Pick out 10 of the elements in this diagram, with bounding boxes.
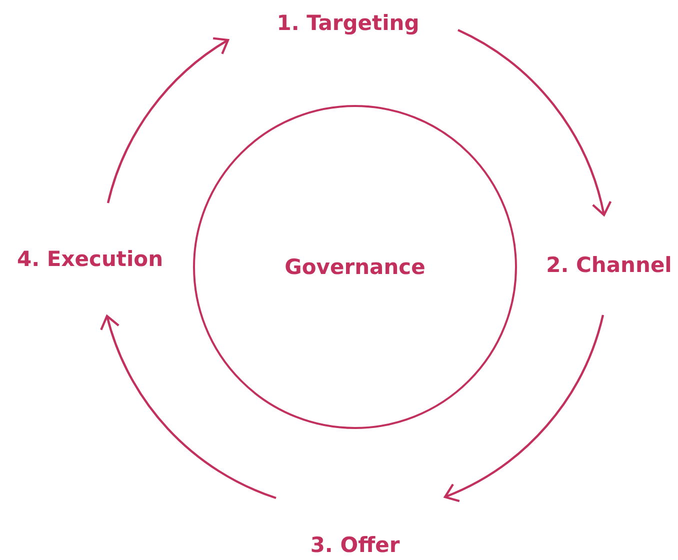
step-label: 1. Targeting	[268, 6, 428, 40]
step-label: 2. Channel	[540, 248, 678, 282]
curved-arrow	[106, 38, 230, 204]
circle-node	[193, 105, 517, 429]
curved-arrow	[457, 29, 611, 216]
curved-arrow	[444, 314, 604, 502]
step-label: 4. Execution	[8, 242, 172, 276]
curved-arrow	[100, 314, 276, 500]
node-label: Governance	[284, 255, 426, 279]
step-label: 3. Offer	[300, 530, 410, 560]
